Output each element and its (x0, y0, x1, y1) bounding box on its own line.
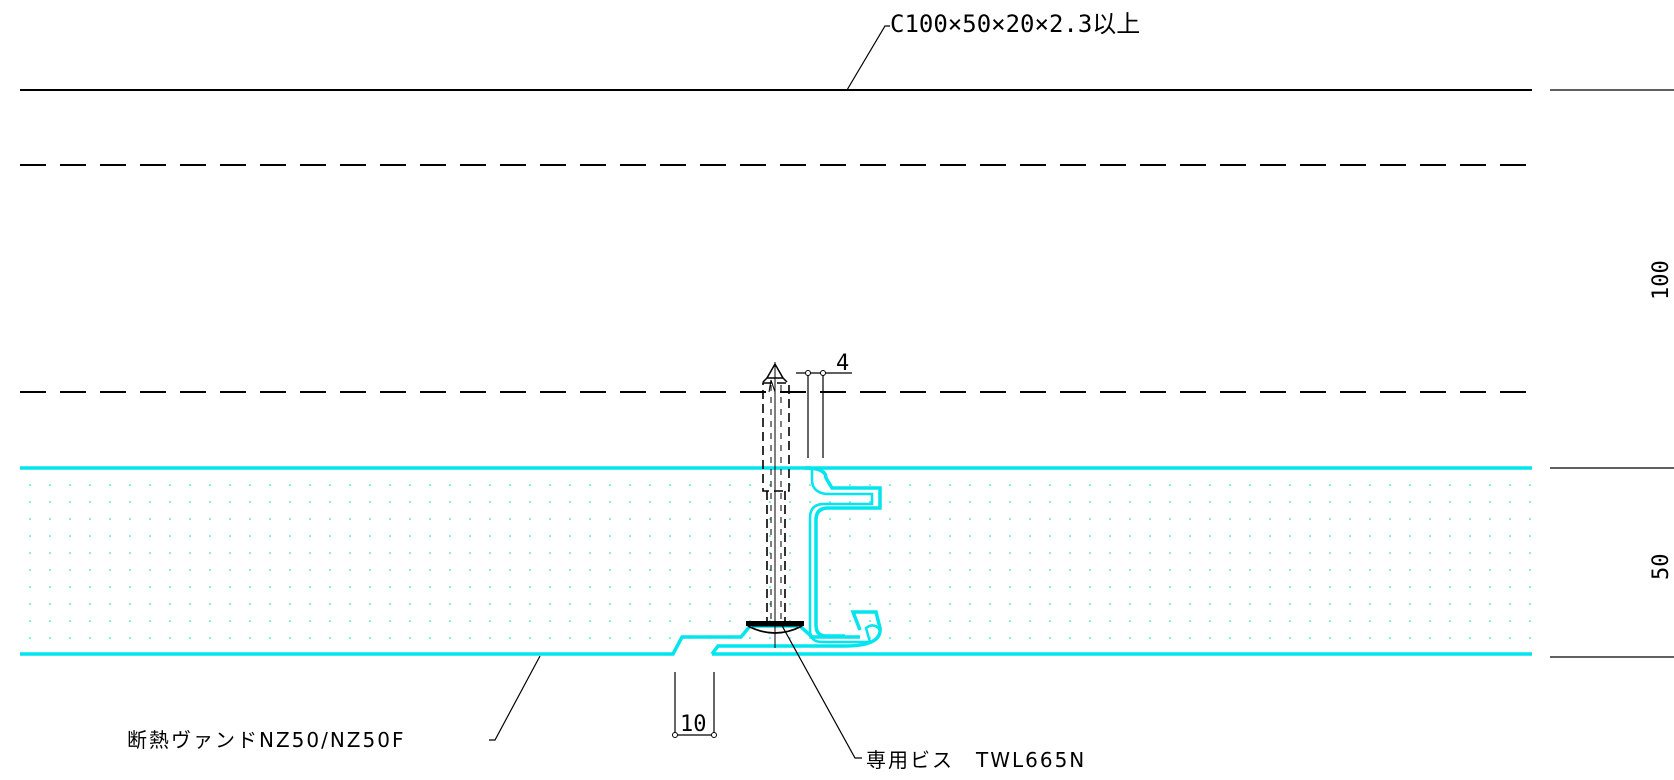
joint-lower-lip (710, 610, 882, 656)
dimension-label-10: 10 (680, 712, 707, 737)
leader-screw (779, 621, 862, 759)
dimension-label-100: 100 (1649, 260, 1674, 300)
leader-channel (846, 25, 890, 91)
panel-joint-profile-inner (808, 468, 881, 644)
label-channel: C100×50×20×2.3以上 (890, 10, 1140, 38)
screw-washer (746, 621, 804, 626)
dimension-label-50: 50 (1649, 554, 1674, 581)
screw-head (747, 625, 803, 634)
leader-panel (489, 655, 541, 741)
panel-joint-profile (804, 466, 882, 638)
dimension-label-4: 4 (836, 351, 849, 376)
screw (746, 362, 804, 648)
label-panel: 断熱ヴァンドNZ50/NZ50F (127, 728, 405, 752)
label-screw: 専用ビス TWL665N (866, 748, 1086, 772)
dimension-gap-top (796, 370, 852, 458)
dimension-gap-bottom (672, 672, 717, 738)
